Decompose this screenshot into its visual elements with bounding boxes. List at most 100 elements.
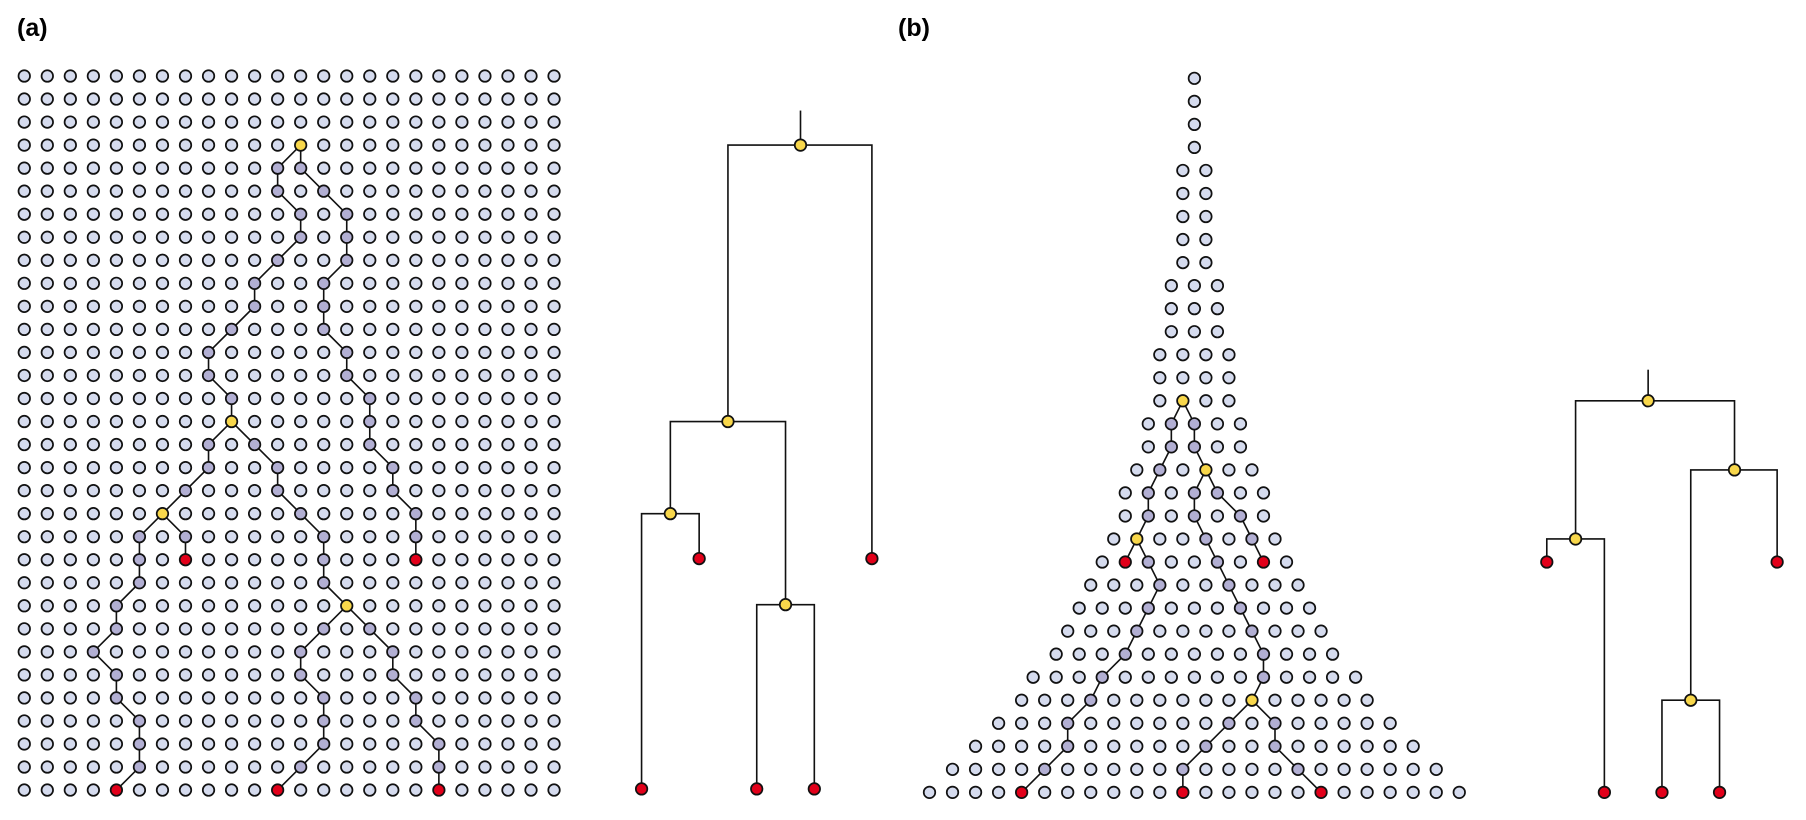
lattice-dot bbox=[1314, 624, 1328, 638]
lattice-dot bbox=[409, 437, 423, 452]
lattice-dot bbox=[501, 507, 515, 521]
lattice-dot bbox=[224, 345, 239, 360]
lattice-dot bbox=[1187, 71, 1201, 85]
lineage-dot bbox=[1222, 578, 1236, 592]
lattice-dot bbox=[271, 368, 285, 383]
lineage-dot bbox=[317, 737, 331, 751]
lineage-dot bbox=[386, 645, 400, 659]
lattice-dot bbox=[432, 622, 446, 636]
lattice-dot bbox=[63, 645, 77, 659]
lattice-dot bbox=[109, 391, 124, 406]
lineage-dot bbox=[109, 691, 124, 705]
lattice-dot bbox=[17, 460, 31, 475]
lattice-dot bbox=[201, 184, 216, 198]
lattice-dot bbox=[247, 460, 262, 475]
lattice-dot bbox=[1164, 486, 1178, 500]
lattice-dot bbox=[86, 207, 100, 221]
lattice-dot bbox=[432, 714, 446, 728]
lineage-dot bbox=[1256, 647, 1271, 661]
lattice-dot bbox=[340, 460, 354, 475]
lineage-dot bbox=[1187, 417, 1201, 431]
lattice-dot bbox=[63, 115, 77, 129]
lattice-dot bbox=[968, 739, 983, 753]
lattice-dot bbox=[155, 230, 170, 244]
lattice-dot bbox=[455, 460, 469, 475]
lattice-dot bbox=[1153, 624, 1167, 638]
lattice-dot bbox=[86, 737, 100, 751]
lattice-dot bbox=[224, 553, 239, 567]
lattice-dot bbox=[340, 92, 354, 106]
lattice-dot bbox=[386, 276, 400, 290]
lattice-dot bbox=[363, 760, 377, 774]
lattice-dot bbox=[1015, 762, 1029, 776]
lattice-dot bbox=[86, 299, 100, 313]
lattice-dot bbox=[224, 483, 239, 498]
lattice-dot bbox=[294, 691, 308, 705]
lattice-dot bbox=[455, 368, 469, 383]
lattice-dot bbox=[547, 553, 561, 567]
lattice-dot bbox=[363, 184, 377, 198]
lattice-dot bbox=[224, 276, 239, 290]
tree-coalescence-node bbox=[663, 507, 677, 521]
lattice-dot bbox=[247, 599, 262, 613]
lattice-dot bbox=[109, 530, 124, 544]
lineage-dot bbox=[1141, 509, 1155, 523]
lattice-dot bbox=[1130, 716, 1144, 730]
lattice-dot bbox=[386, 322, 400, 337]
lattice-dot bbox=[1199, 716, 1213, 730]
lattice-dot bbox=[132, 299, 147, 313]
lattice-dot bbox=[224, 460, 239, 475]
lattice-dot bbox=[201, 783, 216, 797]
lattice-dot bbox=[1348, 670, 1363, 684]
lattice-dot bbox=[409, 599, 423, 613]
lattice-dot bbox=[294, 345, 308, 360]
lattice-dot bbox=[1164, 302, 1178, 316]
lattice-dot bbox=[247, 230, 262, 244]
lattice-dot bbox=[201, 483, 216, 498]
lineage-dot bbox=[178, 530, 193, 544]
lattice-dot bbox=[317, 92, 331, 106]
lineage-dot bbox=[1164, 417, 1178, 431]
tree-sample-node bbox=[865, 551, 879, 566]
lattice-dot bbox=[1084, 624, 1098, 638]
lineage-dot bbox=[132, 553, 147, 567]
lineage-dot bbox=[340, 207, 354, 221]
lattice-dot bbox=[1199, 255, 1213, 270]
lattice-dot bbox=[155, 714, 170, 728]
lattice-dot bbox=[247, 530, 262, 544]
lattice-dot bbox=[455, 437, 469, 452]
lattice-dot bbox=[178, 622, 193, 636]
lattice-dot bbox=[1164, 278, 1178, 293]
lattice-dot bbox=[63, 599, 77, 613]
lattice-dot bbox=[1268, 624, 1282, 638]
lattice-dot bbox=[1383, 716, 1397, 730]
lattice-dot bbox=[409, 345, 423, 360]
lattice-dot bbox=[478, 276, 492, 290]
lattice-dot bbox=[132, 414, 147, 429]
lattice-dot bbox=[1084, 578, 1098, 592]
lattice-dot bbox=[247, 483, 262, 498]
lattice-dot bbox=[363, 668, 377, 682]
lineage-dot bbox=[363, 414, 377, 429]
lattice-dot bbox=[340, 553, 354, 567]
lattice-dot bbox=[201, 622, 216, 636]
lineage-dot bbox=[317, 184, 331, 198]
lattice-dot bbox=[1291, 739, 1305, 753]
lattice-dot bbox=[478, 92, 492, 106]
lattice-dot bbox=[363, 783, 377, 797]
lattice-dot bbox=[317, 391, 331, 406]
lattice-dot bbox=[455, 553, 469, 567]
lattice-dot bbox=[1187, 140, 1201, 155]
lattice-dot bbox=[363, 691, 377, 705]
lattice-dot bbox=[409, 483, 423, 498]
lattice-dot bbox=[1187, 278, 1201, 293]
lattice-dot bbox=[1176, 232, 1190, 247]
lattice-dot bbox=[155, 668, 170, 682]
lattice-dot bbox=[1199, 578, 1213, 592]
lattice-dot bbox=[201, 576, 216, 590]
lattice-dot bbox=[386, 230, 400, 244]
lineage-dot bbox=[201, 345, 216, 360]
lattice-dot bbox=[317, 368, 331, 383]
tree-branch bbox=[1661, 699, 1721, 793]
lattice-dot bbox=[17, 576, 31, 590]
